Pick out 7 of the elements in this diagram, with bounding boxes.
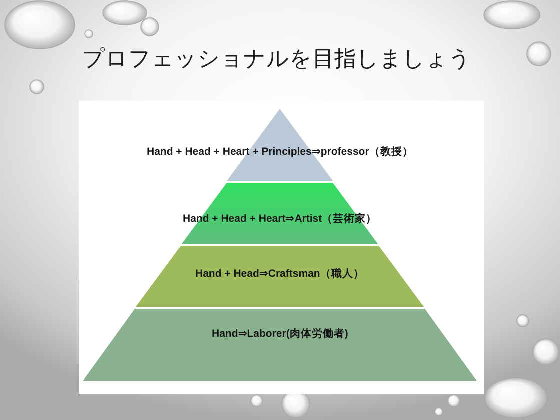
tier-label: Hand + Head⇒Craftsman（職人）: [196, 267, 364, 281]
pyramid-tier: [182, 183, 378, 244]
slide-title: プロフェッショナルを目指しましょう: [82, 45, 472, 73]
tier-label: Hand + Head + Heart + Principles⇒professor（教授）: [147, 145, 414, 159]
pyramid-tier: [136, 246, 424, 307]
tier-label: Hand⇒Laborer(肉体労働者): [212, 327, 348, 341]
pyramid-tier: [83, 309, 477, 381]
